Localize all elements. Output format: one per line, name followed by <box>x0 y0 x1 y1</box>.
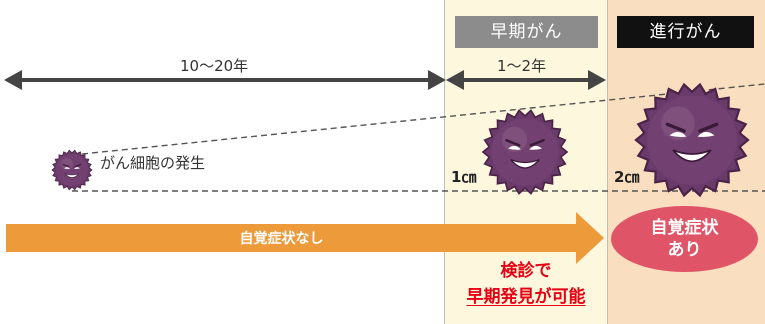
development-duration-arrow <box>4 70 446 90</box>
cancer-cell-large-icon <box>634 82 750 198</box>
screening-note-line1: 検診で <box>500 261 552 281</box>
symptoms-present-line2: あり <box>667 240 702 260</box>
no-symptoms-bar: 自覚症状なし <box>6 224 577 252</box>
symptoms-present-line1: 自覚症状 <box>650 218 719 238</box>
development-duration-label: 10〜20年 <box>180 57 249 75</box>
cancer-cell-small-icon <box>51 149 93 191</box>
screening-note-line2: 早期発見が可能 <box>466 287 586 307</box>
cell-origin-label: がん細胞の発生 <box>100 154 206 172</box>
growth-line-upper <box>81 83 765 155</box>
size-early-label: 1㎝ <box>451 168 477 186</box>
early-duration-label: 1〜2年 <box>497 57 547 75</box>
symptoms-present-badge: 自覚症状 あり <box>611 206 758 272</box>
no-symptoms-arrow-head <box>576 212 604 264</box>
advanced-cancer-header: 進行がん <box>617 16 754 48</box>
size-advanced-label: 2㎝ <box>614 168 640 186</box>
early-cancer-header: 早期がん <box>455 16 598 48</box>
screening-note: 検診で 早期発見が可能 <box>446 258 606 310</box>
early-duration-arrow <box>446 70 606 90</box>
cancer-cell-medium-icon <box>481 109 569 195</box>
